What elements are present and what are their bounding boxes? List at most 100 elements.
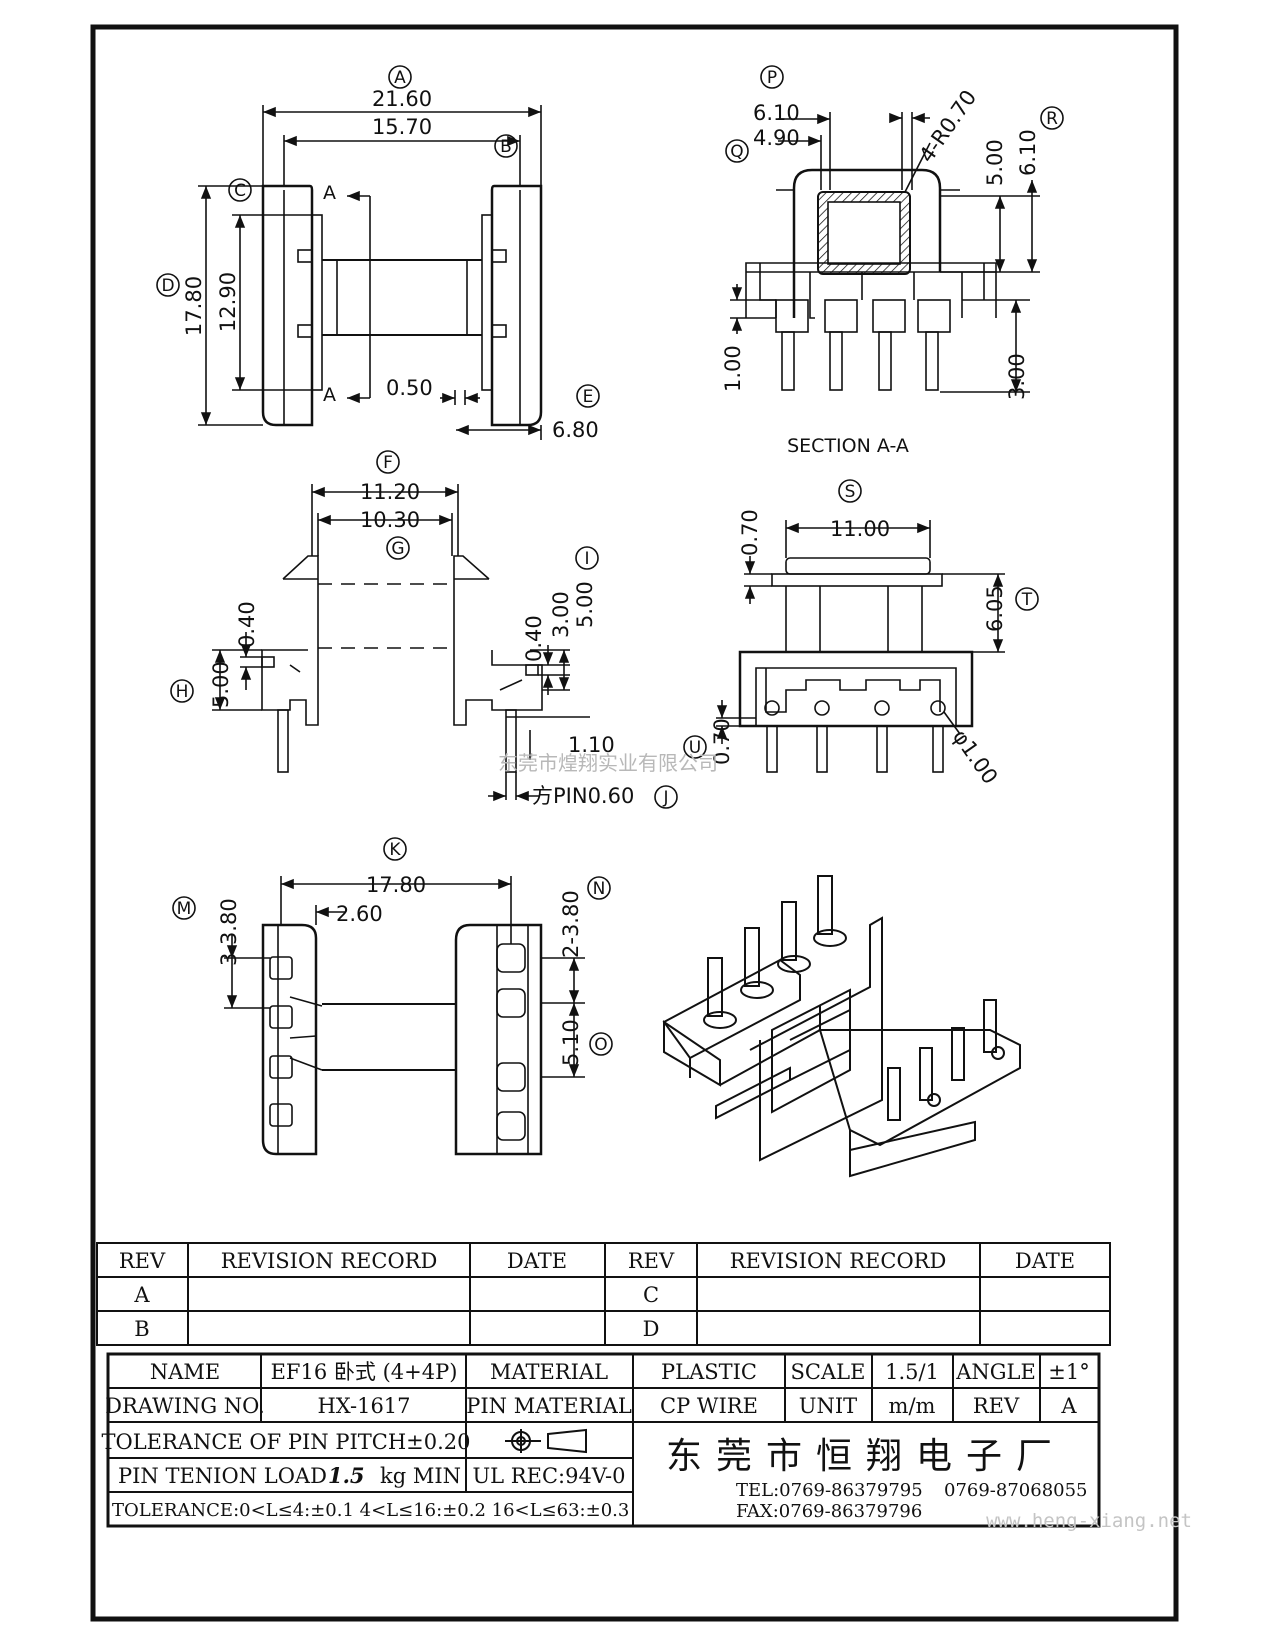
- callout-k: K: [389, 840, 401, 860]
- material-label: MATERIAL: [490, 1360, 608, 1384]
- callout-p: P: [767, 68, 777, 88]
- callout-g: G: [391, 539, 404, 559]
- rev-header-5: REVISION RECORD: [730, 1249, 947, 1273]
- callout-u: U: [689, 738, 701, 758]
- rev-header-4: REV: [628, 1249, 675, 1273]
- pin-material-value: CP WIRE: [660, 1394, 758, 1418]
- dim-v1: 5.00: [983, 139, 1007, 186]
- dim-o: 5.10: [559, 1019, 583, 1066]
- dim-r: 4-R0.70: [914, 86, 981, 167]
- rev-row-a: A: [133, 1283, 150, 1307]
- callout-i: I: [584, 549, 589, 569]
- section-mark-top: A: [323, 182, 336, 204]
- dim-a: 21.60: [372, 87, 432, 111]
- dim-h1: 0.40: [235, 601, 259, 648]
- pin-material-label: PIN MATERIAL: [466, 1394, 632, 1418]
- drawing-no: HX-1617: [317, 1394, 410, 1418]
- callout-c: C: [234, 181, 246, 201]
- ul-rating: UL REC:94V-0: [472, 1464, 625, 1488]
- callout-letters: A B C D E F G H I J K M N O P Q R S T U: [161, 68, 1058, 1055]
- revision-table-text: REV REVISION RECORD DATE REV REVISION RE…: [119, 1249, 1075, 1341]
- pin-load-value: 1.5: [328, 1463, 365, 1488]
- dim-i3: 5.00: [573, 581, 597, 628]
- revision-table: [96, 1242, 1111, 1346]
- callout-r: R: [1046, 109, 1058, 129]
- website: www.heng-xiang.net: [986, 1510, 1192, 1532]
- dim-e: 6.80: [552, 418, 599, 442]
- view-side: [212, 484, 590, 802]
- title-block: [106, 1352, 1101, 1528]
- scale-label: SCALE: [791, 1360, 866, 1384]
- callout-n: N: [593, 879, 606, 899]
- sheet-border: [90, 24, 1179, 1622]
- dim-v4: 3.00: [1005, 353, 1029, 400]
- dim-b: 15.70: [372, 115, 432, 139]
- drawing-no-label: DRAWING NO.: [105, 1394, 265, 1418]
- dim-p2: 4.90: [753, 126, 800, 150]
- dim-d: 17.80: [182, 276, 206, 336]
- unit-label: UNIT: [799, 1394, 857, 1418]
- angle-label: ANGLE: [955, 1360, 1036, 1384]
- angle-value: ±1°: [1048, 1360, 1089, 1384]
- view-section-a-a: [730, 112, 1040, 393]
- dim-t: 6.05: [983, 585, 1007, 632]
- dim-j2: 方PIN0.60: [532, 784, 634, 808]
- company-name: 东莞市恒翔电子厂: [666, 1436, 1066, 1477]
- section-title: SECTION A-A: [787, 435, 909, 457]
- rev-value: A: [1060, 1394, 1077, 1418]
- callout-q: Q: [730, 142, 743, 162]
- callout-d: D: [161, 276, 174, 296]
- tolerance-pitch: TOLERANCE OF PIN PITCH±0.20: [101, 1430, 470, 1454]
- fax: FAX:0769-86379796: [736, 1501, 922, 1522]
- name-label: NAME: [150, 1360, 220, 1384]
- unit-value: m/m: [889, 1394, 936, 1418]
- callout-a: A: [394, 68, 406, 88]
- section-mark-bottom: A: [323, 384, 336, 406]
- callout-j: J: [662, 788, 668, 808]
- material-value: PLASTIC: [661, 1360, 757, 1384]
- title-block-text: NAME EF16 卧式 (4+4P) MATERIAL PLASTIC SCA…: [101, 1360, 1192, 1532]
- view-front: [716, 520, 1005, 773]
- dim-m: 3-3.80: [217, 898, 241, 966]
- dim-g: 10.30: [360, 508, 420, 532]
- callout-t: T: [1021, 590, 1033, 610]
- callout-circles: [156, 65, 1064, 1056]
- dim-f: 11.20: [360, 480, 420, 504]
- dim-v2: 6.10: [1016, 129, 1040, 176]
- dim-i1: 0.40: [522, 615, 546, 662]
- rev-header-2: REVISION RECORD: [221, 1249, 438, 1273]
- rev-header-1: REV: [119, 1249, 166, 1273]
- view-top: [198, 105, 543, 440]
- general-tolerance: TOLERANCE:0<L≤4:±0.1 4<L≤16:±0.2 16<L≤63…: [112, 1500, 629, 1521]
- callout-b: B: [500, 137, 512, 157]
- callout-h: H: [176, 682, 189, 702]
- dim-j1: 1.10: [568, 733, 615, 757]
- scale-value: 1.5/1: [885, 1360, 939, 1384]
- dim-slot: 0.50: [386, 376, 433, 400]
- rev-header-6: DATE: [1015, 1249, 1075, 1273]
- watermark: 东莞市煌翔实业有限公司: [498, 751, 718, 775]
- dim-i2: 3.00: [549, 591, 573, 638]
- callout-m: M: [177, 899, 192, 919]
- rev-header-3: DATE: [507, 1249, 567, 1273]
- callout-f: F: [383, 453, 393, 473]
- rev-row-d: D: [643, 1317, 660, 1341]
- dim-k2: 2.60: [336, 902, 383, 926]
- dim-v3: 1.00: [721, 345, 745, 392]
- dim-k: 17.80: [366, 873, 426, 897]
- callout-s: S: [845, 482, 856, 502]
- dim-s: 11.00: [830, 517, 890, 541]
- callout-e: E: [583, 387, 594, 407]
- rev-row-c: C: [643, 1283, 659, 1307]
- tel-1: TEL:0769-86379795: [736, 1480, 923, 1501]
- rev-label: REV: [973, 1394, 1020, 1418]
- dim-n: 2-3.80: [559, 890, 583, 958]
- dim-p1: 6.10: [753, 101, 800, 125]
- tel-2: 0769-87068055: [944, 1480, 1088, 1501]
- rev-row-b: B: [134, 1317, 149, 1341]
- dim-u2: φ1.00: [948, 725, 1002, 788]
- dim-c: 12.90: [216, 272, 240, 332]
- pin-load-unit: kg MIN: [380, 1464, 461, 1488]
- view-isometric: [662, 875, 1021, 1178]
